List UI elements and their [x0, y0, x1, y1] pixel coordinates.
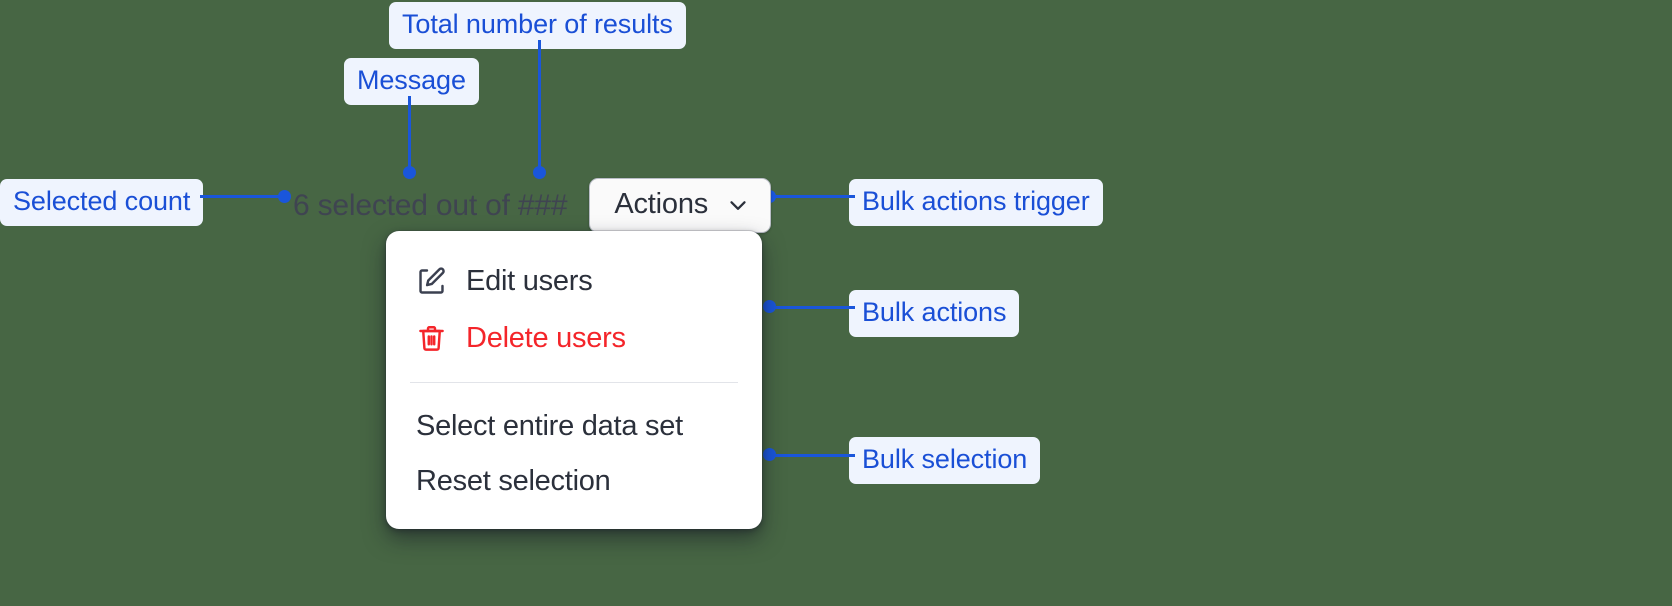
connector-selected-count — [200, 195, 288, 198]
callout-total-number-of-results: Total number of results — [389, 2, 686, 49]
connector-dot-bulk-actions — [763, 300, 776, 313]
trash-icon — [416, 323, 447, 354]
connector-dot-message — [403, 166, 416, 179]
menu-item-label: Reset selection — [416, 465, 611, 497]
connector-dot-bulk-selection — [763, 448, 776, 461]
connector-bulk-actions-trigger — [769, 195, 855, 198]
bulk-actions-trigger-button[interactable]: Actions — [589, 178, 772, 233]
menu-item-reset-selection[interactable]: Reset selection — [386, 454, 762, 509]
edit-pencil-square-icon — [416, 266, 447, 297]
connector-message — [408, 96, 411, 172]
menu-item-select-entire-data-set[interactable]: Select entire data set — [386, 399, 762, 454]
connector-bulk-selection — [769, 454, 855, 457]
bulk-actions-dropdown-menu: Edit users Delete users Select entire da… — [386, 231, 762, 529]
menu-item-label: Edit users — [466, 265, 593, 297]
connector-total-results — [538, 40, 541, 172]
actions-button-label: Actions — [614, 188, 709, 220]
callout-message: Message — [344, 58, 479, 105]
callout-bulk-actions-trigger: Bulk actions trigger — [849, 179, 1103, 226]
menu-item-label: Delete users — [466, 322, 626, 354]
selected-count-message: 6 selected out of ### — [293, 188, 568, 222]
callout-selected-count: Selected count — [0, 179, 204, 226]
connector-dot-total-results — [533, 166, 546, 179]
menu-separator — [410, 382, 738, 383]
bulk-selection-bar: 6 selected out of ### Actions — [293, 178, 772, 233]
connector-dot-selected-count — [278, 190, 291, 203]
connector-bulk-actions — [769, 306, 855, 309]
menu-item-label: Select entire data set — [416, 410, 683, 442]
menu-item-delete-users[interactable]: Delete users — [386, 310, 762, 367]
callout-bulk-actions: Bulk actions — [849, 290, 1020, 337]
chevron-down-icon — [725, 192, 751, 218]
menu-item-edit-users[interactable]: Edit users — [386, 253, 762, 310]
callout-bulk-selection: Bulk selection — [849, 437, 1041, 484]
